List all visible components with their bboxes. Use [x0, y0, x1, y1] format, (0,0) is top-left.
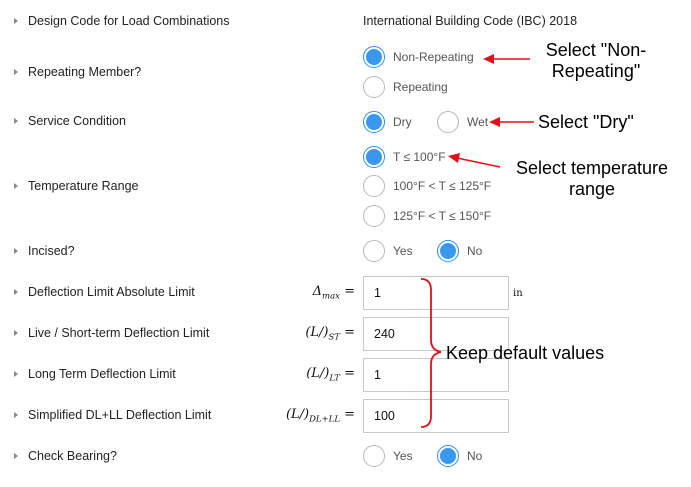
simplified-input[interactable] [363, 399, 509, 433]
incised-label: Incised? [28, 244, 75, 258]
check-bearing-yes-radio[interactable] [363, 445, 385, 467]
incised-yes-radio[interactable] [363, 240, 385, 262]
temp-le-100-radio[interactable] [363, 146, 385, 168]
caret-right-icon[interactable] [14, 289, 18, 295]
incised-no-option-label[interactable]: No [467, 244, 483, 258]
deflection-abs-label: Deflection Limit Absolute Limit [28, 285, 195, 299]
incised-yes-option-label[interactable]: Yes [393, 244, 413, 258]
caret-right-icon[interactable] [14, 412, 18, 418]
temperature-range-label: Temperature Range [28, 179, 139, 193]
service-condition-label: Service Condition [28, 114, 126, 128]
check-bearing-label: Check Bearing? [28, 449, 117, 463]
design-code-label: Design Code for Load Combinations [28, 14, 230, 28]
temp-le-100-option-label[interactable]: T ≤ 100°F [393, 150, 446, 164]
non-repeating-radio[interactable] [363, 46, 385, 68]
wet-option-label[interactable]: Wet [467, 115, 489, 129]
caret-right-icon[interactable] [14, 453, 18, 459]
check-bearing-no-option-label[interactable]: No [467, 449, 483, 463]
arrowhead-temperature [448, 153, 460, 163]
simplified-label: Simplified DL+LL Deflection Limit [28, 408, 212, 422]
caret-right-icon[interactable] [14, 371, 18, 377]
caret-right-icon[interactable] [14, 248, 18, 254]
check-bearing-yes-option-label[interactable]: Yes [393, 449, 413, 463]
repeating-option-label[interactable]: Repeating [393, 80, 448, 94]
annotation-temperature-line1: Select temperature [515, 158, 669, 178]
arrowhead-non-repeating [483, 54, 494, 64]
l-st-symbol: (L/)ST = [305, 325, 355, 343]
temp-100-125-radio[interactable] [363, 175, 385, 197]
dry-option-label[interactable]: Dry [393, 115, 412, 129]
annotation-dry: Select "Dry" [538, 112, 634, 132]
annotation-non-repeating-line2: Repeating" [551, 61, 641, 81]
caret-right-icon[interactable] [14, 183, 18, 189]
deflection-abs-unit: in [513, 288, 523, 299]
annotation-temperature-line2: range [568, 179, 616, 199]
temp-125-150-option-label[interactable]: 125°F < T ≤ 150°F [393, 209, 492, 223]
l-lt-symbol: (L/)LT = [306, 366, 355, 384]
annotation-non-repeating: Select "Non- Repeating" [533, 40, 659, 82]
delta-max-symbol: Δmax = [312, 284, 355, 302]
caret-right-icon[interactable] [14, 18, 18, 24]
dry-radio[interactable] [363, 111, 385, 133]
annotation-temperature: Select temperature range [504, 158, 680, 200]
arrowhead-dry [489, 117, 500, 127]
repeating-member-label: Repeating Member? [28, 65, 142, 79]
temp-125-150-radio[interactable] [363, 205, 385, 227]
caret-right-icon[interactable] [14, 330, 18, 336]
repeating-radio[interactable] [363, 76, 385, 98]
caret-right-icon[interactable] [14, 118, 18, 124]
wet-radio[interactable] [437, 111, 459, 133]
arrow-temperature [456, 157, 501, 168]
temp-100-125-option-label[interactable]: 100°F < T ≤ 125°F [393, 179, 492, 193]
check-bearing-no-radio[interactable] [437, 445, 459, 467]
non-repeating-option-label[interactable]: Non-Repeating [393, 50, 474, 64]
annotation-defaults: Keep default values [446, 343, 605, 363]
caret-right-icon[interactable] [14, 69, 18, 75]
l-dl-ll-symbol: (L/)DL+LL = [285, 407, 355, 425]
deflection-abs-input[interactable] [363, 276, 509, 310]
live-short-label: Live / Short-term Deflection Limit [28, 326, 210, 340]
long-term-label: Long Term Deflection Limit [28, 367, 176, 381]
design-code-value: International Building Code (IBC) 2018 [363, 14, 578, 28]
annotation-non-repeating-line1: Select "Non- [545, 40, 647, 60]
incised-no-radio[interactable] [437, 240, 459, 262]
